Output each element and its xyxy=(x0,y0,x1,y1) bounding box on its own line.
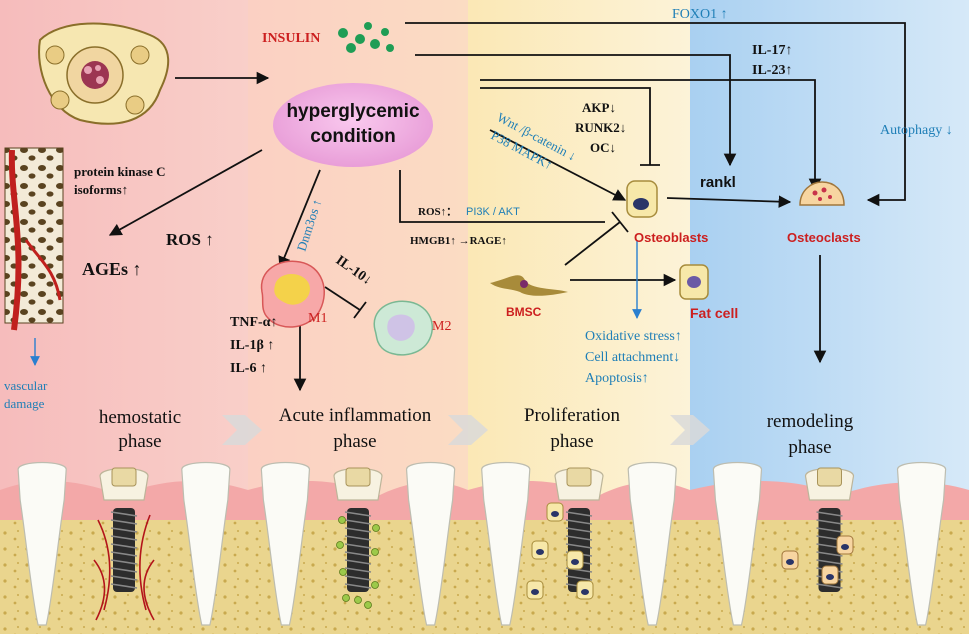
abutment-icon xyxy=(111,467,137,487)
implant-inflammation-dots-icon xyxy=(336,516,380,609)
pancreas-icon xyxy=(38,22,170,125)
rankl-label: rankl xyxy=(700,174,736,191)
m1-macrophage-icon xyxy=(260,260,325,328)
osteoblast-icon xyxy=(626,180,658,218)
phase-proliferation-line1: Proliferation xyxy=(524,405,621,426)
pkc-label-line2: isoforms↑ xyxy=(74,182,128,197)
oc-label: OC↓ xyxy=(590,140,616,155)
abutment-icon xyxy=(345,467,371,487)
phase-hemostatic-line2: phase xyxy=(118,431,161,452)
hyperglycemic-label-line1: hyperglycemic xyxy=(286,101,419,122)
tnf-label: TNF-α↑ xyxy=(230,315,277,330)
osteoclasts-label: Osteoclasts xyxy=(787,230,861,245)
il6-label: IL-6 ↑ xyxy=(230,361,267,376)
phase-remodeling-line2: phase xyxy=(788,437,831,458)
dnm3os-label: Dnm3os ↑ xyxy=(294,197,325,253)
autophagy-label: Autophagy ↓ xyxy=(880,123,953,138)
phase-inflammation-line2: phase xyxy=(333,431,376,452)
abutment-icon xyxy=(817,467,842,487)
phase-teeth-group-1 xyxy=(260,461,456,626)
hyperglycemic-ellipse xyxy=(273,83,433,167)
attachment-label: Cell attachment↓ xyxy=(585,350,680,365)
phase-proliferation-line2: phase xyxy=(550,431,593,452)
m2-macrophage-icon xyxy=(373,300,433,356)
il23-label: IL-23↑ xyxy=(752,63,792,78)
bmsc-icon xyxy=(490,275,568,296)
phase-remodeling-line1: remodeling xyxy=(767,411,854,432)
abutment-icon xyxy=(566,467,592,487)
hyperglycemic-label-line2: condition xyxy=(310,126,395,147)
phase-inflammation-line1: Acute inflammation xyxy=(279,405,432,426)
phase-teeth-group-0 xyxy=(17,461,231,626)
phase-hemostatic-line1: hemostatic xyxy=(99,407,181,428)
phase-chevrons xyxy=(222,415,710,445)
ages-label: AGEs ↑ xyxy=(82,259,142,279)
vascular-label-line2: damage xyxy=(4,396,45,411)
pi3k-akt-label: PI3K / AKT xyxy=(466,206,520,218)
oxidative-label: Oxidative stress↑ xyxy=(585,329,682,344)
tooth-icon xyxy=(896,461,947,626)
insulin-label: INSULIN xyxy=(262,31,320,46)
hmgb1-label: HMGB1↑ →RAGE↑ xyxy=(410,235,507,247)
ros-label: ROS ↑ xyxy=(166,230,214,249)
implant-screw-icon xyxy=(565,508,593,592)
implant-screw-icon xyxy=(344,508,372,592)
pkc-label-line1: protein kinase C xyxy=(74,164,166,179)
runk2-label: RUNK2↓ xyxy=(575,120,626,135)
tooth-icon xyxy=(712,461,763,626)
tooth-icon xyxy=(260,461,310,626)
tooth-icon xyxy=(406,461,456,626)
tooth-icon xyxy=(17,461,67,626)
osteoblasts-label: Osteoblasts xyxy=(634,230,708,245)
apoptosis-label: Apoptosis↑ xyxy=(585,371,649,386)
phase-teeth-group-2 xyxy=(481,461,677,626)
blue-arrows xyxy=(30,240,642,366)
il10-label: IL-10↓ xyxy=(333,253,375,288)
fat-cell-icon xyxy=(679,264,709,300)
pathway-arrows xyxy=(108,22,906,392)
m1-label: M1 xyxy=(308,311,327,326)
il1b-label: IL-1β ↑ xyxy=(230,338,274,353)
bone-vessel-icon xyxy=(4,147,64,331)
m2-label: M2 xyxy=(432,319,451,334)
implant-bone-cells-icon xyxy=(526,502,854,600)
akp-label: AKP↓ xyxy=(582,100,616,115)
vascular-label-line1: vascular xyxy=(4,378,48,393)
tooth-icon xyxy=(181,461,231,626)
bmsc-label: BMSC xyxy=(506,305,542,319)
tooth-icon xyxy=(481,461,531,626)
implant-vessels-icon xyxy=(93,514,155,621)
tooth-icon xyxy=(627,461,677,626)
ros-pi3k-prefix: ROS↑： xyxy=(418,206,457,218)
implant-screw-icon xyxy=(110,508,138,592)
insulin-granules-icon xyxy=(338,22,394,53)
foxo1-label: FOXO1 ↑ xyxy=(672,7,728,22)
osteoclast-icon xyxy=(799,181,845,206)
fat-cell-label: Fat cell xyxy=(690,305,738,321)
il17-label: IL-17↑ xyxy=(752,43,792,58)
